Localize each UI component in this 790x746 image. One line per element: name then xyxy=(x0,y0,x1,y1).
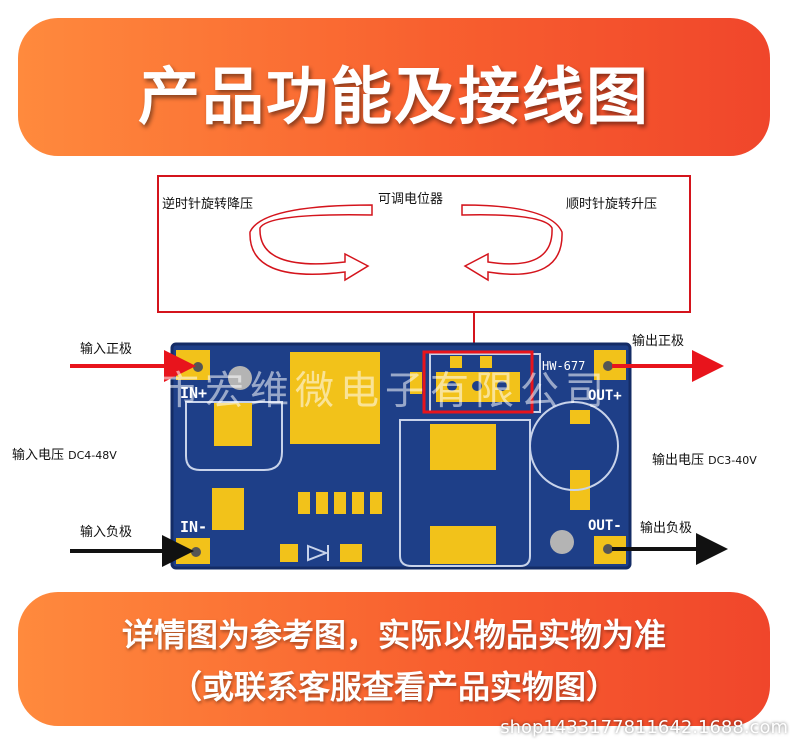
input-positive-label: 输入正极 xyxy=(80,342,133,357)
input-negative-label: 输入负极 xyxy=(80,525,133,540)
output-negative-label: 输出负极 xyxy=(640,521,693,536)
input-voltage-label: 输入电压 DC4-48V xyxy=(12,444,117,463)
pcb-label-in-plus: IN+ xyxy=(180,384,207,402)
shop-url-watermark: shop1433177811642.1688.com xyxy=(500,717,788,738)
output-voltage-title: 输出电压 xyxy=(652,453,705,468)
ccw-decrease-label: 逆时针旋转降压 xyxy=(162,197,254,212)
pcb-label-out-minus: OUT- xyxy=(588,518,622,534)
pcb-label-out-plus: OUT+ xyxy=(588,388,622,404)
diode-icon xyxy=(307,544,329,562)
disclaimer-line-1: 详情图为参考图，实际以物品实物为准 xyxy=(121,616,666,654)
pcb-model: HW-677 xyxy=(542,359,585,373)
potentiometer-label: 可调电位器 xyxy=(378,192,444,207)
output-voltage-range: DC3-40V xyxy=(708,454,757,467)
mounting-hole xyxy=(228,366,252,390)
input-voltage-range: DC4-48V xyxy=(68,449,117,462)
watermark: 深圳市宏维微电子有限公司 xyxy=(70,369,611,414)
output-voltage-label: 输出电压 DC3-40V xyxy=(652,449,757,468)
potentiometer-callout-box xyxy=(157,175,691,313)
disclaimer-banner: 详情图为参考图，实际以物品实物为准 （或联系客服查看产品实物图） xyxy=(18,592,770,726)
title-banner: 产品功能及接线图 xyxy=(18,18,770,156)
clockwise-arrow-icon xyxy=(461,204,563,282)
output-positive-label: 输出正极 xyxy=(632,334,685,349)
pcb-label-in-minus: IN- xyxy=(180,518,207,536)
potentiometer-highlight xyxy=(422,350,534,414)
input-voltage-title: 输入电压 xyxy=(12,448,65,463)
potentiometer-terminal xyxy=(422,350,534,414)
counterclockwise-arrow-icon xyxy=(249,204,373,282)
cw-increase-label: 顺时针旋转升压 xyxy=(566,197,658,212)
disclaimer-line-2: （或联系客服查看产品实物图） xyxy=(169,668,618,706)
mounting-hole xyxy=(550,530,574,554)
page-title: 产品功能及接线图 xyxy=(137,60,650,133)
